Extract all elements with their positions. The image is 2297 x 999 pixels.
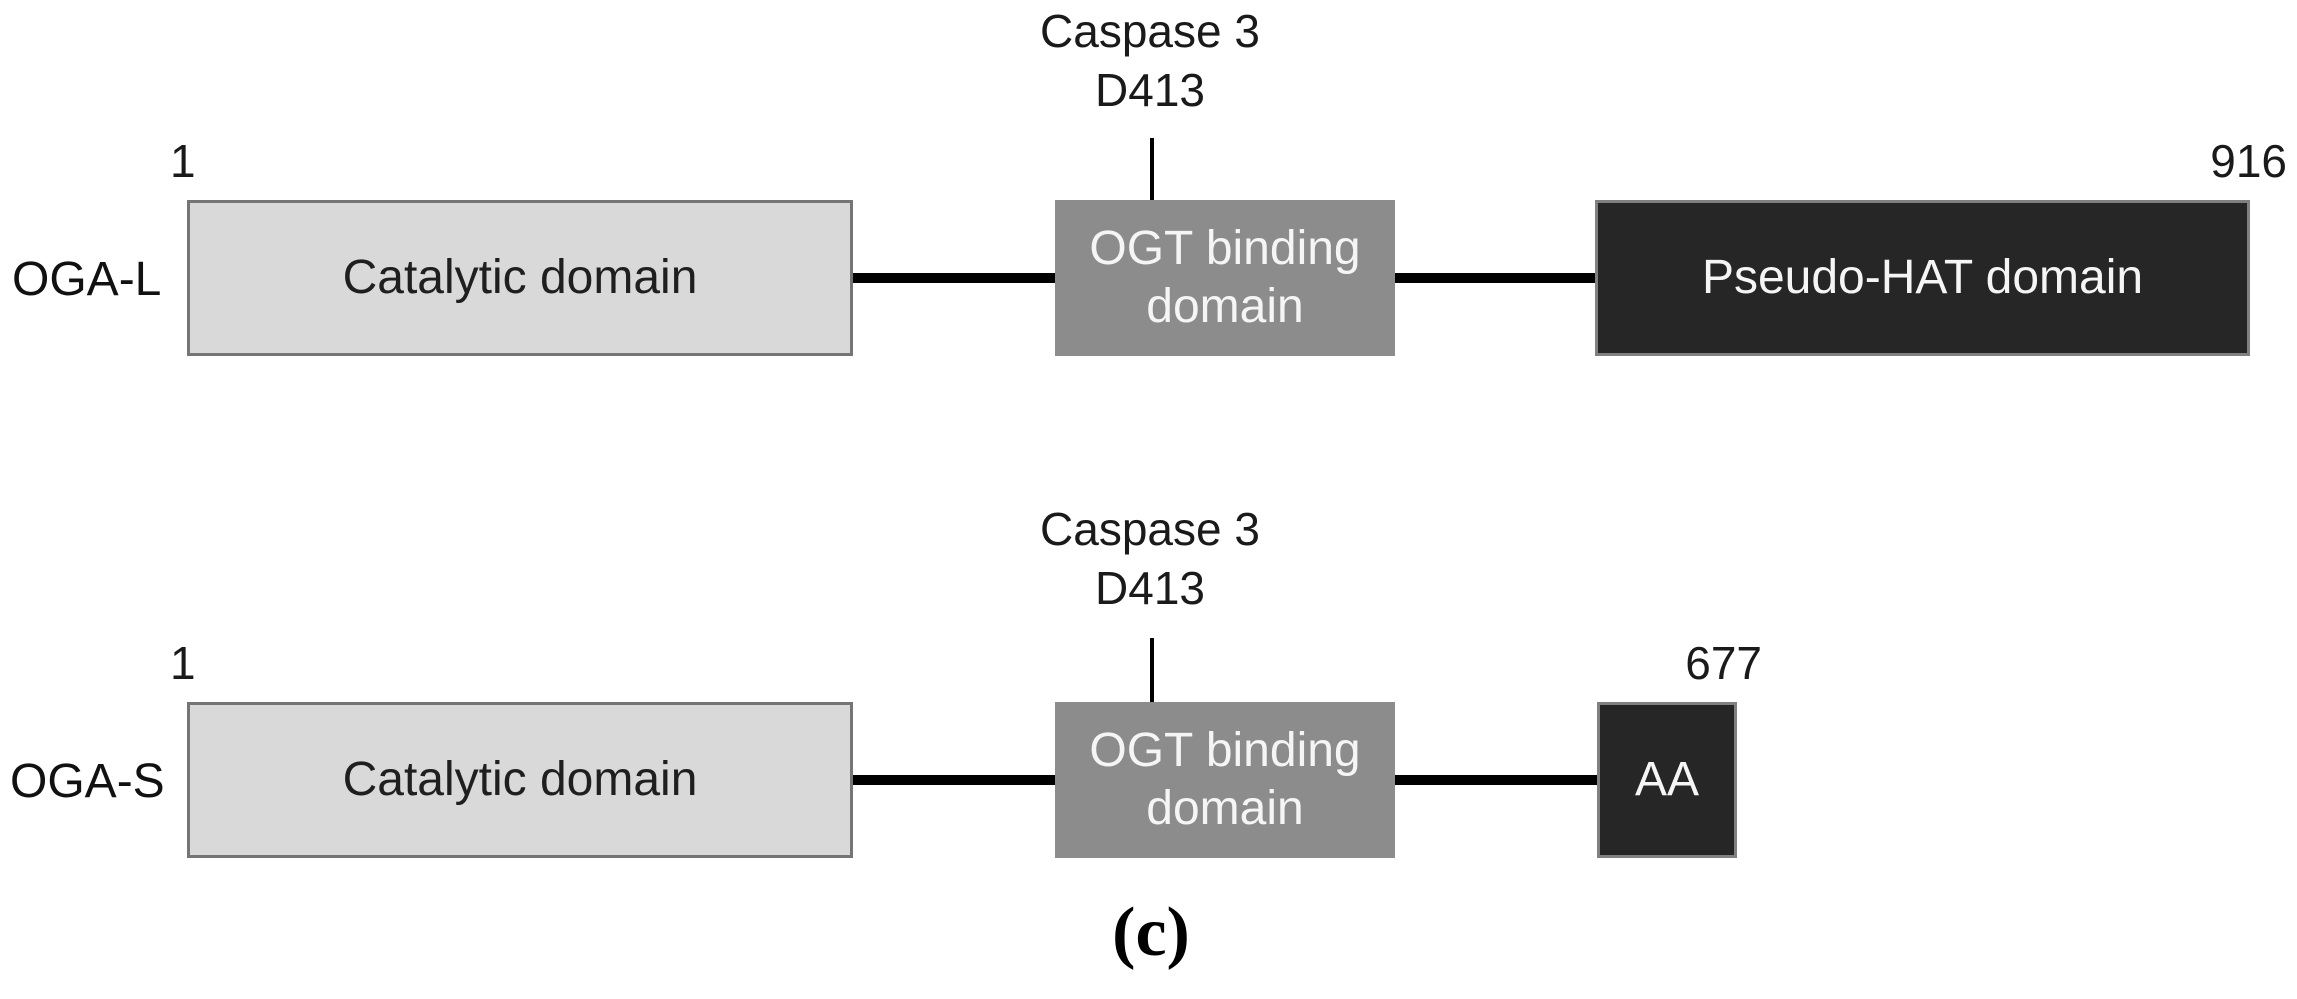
linker-line-oga-l-1 (853, 273, 1055, 283)
cleavage-annotation-oga-l: Caspase 3 D413 (1000, 2, 1300, 120)
catalytic-domain-label: Catalytic domain (342, 753, 698, 806)
linker-line-oga-s-2 (1395, 775, 1597, 785)
linker-line-oga-l-2 (1395, 273, 1595, 283)
ogt-binding-label-line2: domain (1146, 782, 1304, 835)
cleavage-enzyme-label: Caspase 3 (1040, 503, 1260, 555)
ogt-binding-domain-box-oga-l: OGT binding domain (1055, 200, 1395, 356)
ogt-binding-label-line2: domain (1146, 280, 1304, 333)
end-residue-oga-s: 677 (1685, 637, 1762, 689)
linker-line-oga-s-1 (853, 775, 1055, 785)
aa-domain-box: AA (1597, 702, 1737, 858)
cleavage-site-label: D413 (1095, 64, 1205, 116)
end-residue-oga-l: 916 (2210, 135, 2287, 187)
isoform-label-oga-l: OGA-L (12, 253, 162, 306)
pseudo-hat-domain-box: Pseudo-HAT domain (1595, 200, 2250, 356)
start-residue-oga-s: 1 (170, 637, 196, 689)
cleavage-annotation-oga-s: Caspase 3 D413 (1000, 500, 1300, 618)
ogt-binding-label-line1: OGT binding (1089, 222, 1361, 275)
catalytic-domain-box-oga-l: Catalytic domain (187, 200, 853, 356)
aa-domain-label: AA (1634, 753, 1700, 806)
ogt-binding-domain-box-oga-s: OGT binding domain (1055, 702, 1395, 858)
cleavage-enzyme-label: Caspase 3 (1040, 5, 1260, 57)
start-residue-oga-l: 1 (170, 135, 196, 187)
cleavage-site-label: D413 (1095, 562, 1205, 614)
cleavage-pointer-line-oga-l (1150, 138, 1154, 200)
ogt-binding-label-line1: OGT binding (1089, 724, 1361, 777)
figure-caption: (c) (1112, 894, 1190, 971)
pseudo-hat-domain-label: Pseudo-HAT domain (1701, 251, 2144, 304)
isoform-label-oga-s: OGA-S (10, 755, 165, 808)
cleavage-pointer-line-oga-s (1150, 638, 1154, 702)
catalytic-domain-box-oga-s: Catalytic domain (187, 702, 853, 858)
catalytic-domain-label: Catalytic domain (342, 251, 698, 304)
